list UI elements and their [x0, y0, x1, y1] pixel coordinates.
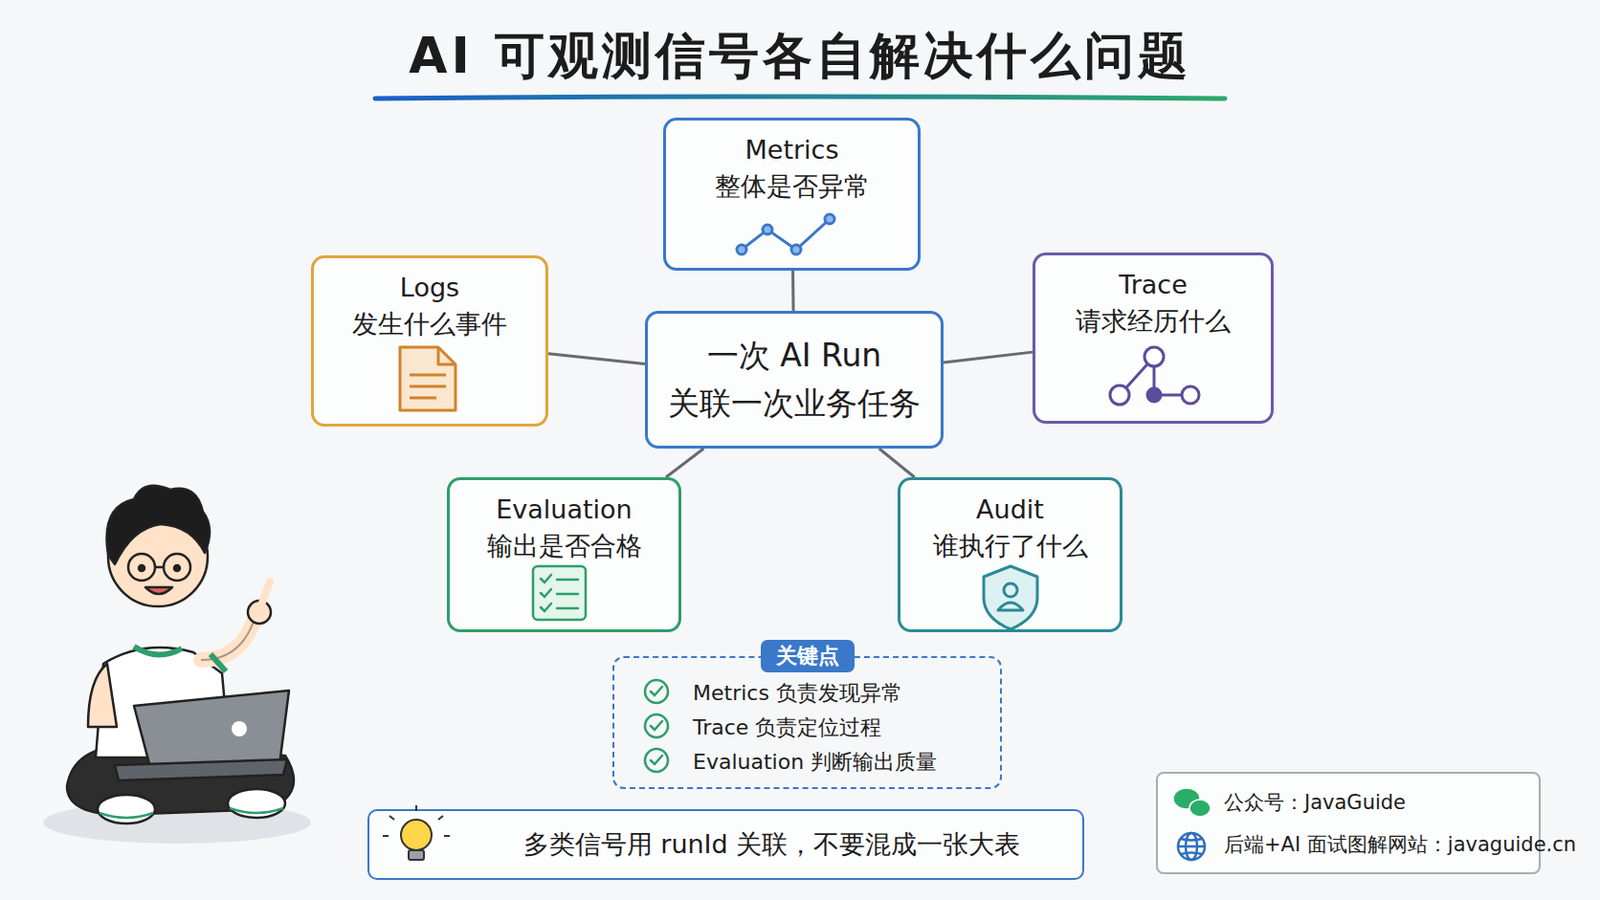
student-illustration-part — [108, 507, 208, 607]
student-illustration-part — [247, 600, 271, 624]
student-illustration-part — [66, 745, 294, 816]
student-illustration-part — [145, 587, 173, 595]
student-illustration-part — [138, 565, 145, 572]
node-heading: Trace — [1118, 266, 1188, 304]
check-icon-part — [644, 714, 668, 738]
student-illustration-part — [262, 581, 270, 603]
signal-box: Audit谁执行了什么 — [897, 477, 1123, 633]
footer-box: 公众号：JavaGuide后端+AI 面试图解网站：javaguide.cn — [1155, 772, 1541, 875]
student-illustration-part — [231, 721, 247, 737]
student-illustration-part — [114, 759, 288, 781]
check-icon-part — [650, 755, 663, 765]
student-illustration-part — [133, 646, 182, 656]
connector-line — [791, 270, 796, 312]
node-heading: Metrics — [744, 132, 839, 169]
run-box: 一次 AI Run关联一次业务任务 — [644, 311, 944, 449]
student-illustration-part — [133, 690, 289, 772]
student-illustration-part — [163, 554, 191, 581]
student-illustration-part — [107, 486, 211, 565]
title-underline — [375, 96, 1225, 99]
student-illustration-part — [95, 647, 230, 758]
node-text: 谁执行了什么 — [933, 528, 1089, 565]
diagram-title: AI 可观测信号各自解决什么问题 — [0, 24, 1600, 87]
connector-line — [879, 448, 915, 478]
check-icon — [644, 680, 668, 773]
check-icon-part — [644, 749, 668, 773]
signal-box: Metrics整体是否异常 — [663, 117, 921, 271]
student-illustration-part — [43, 801, 312, 845]
tip-box: 多类信号用 runId 关联，不要混成一张大表 — [367, 809, 1085, 881]
node-heading: 一次 AI Run — [707, 332, 883, 380]
connector-line — [943, 352, 1033, 363]
node-heading: 多类信号用 runId 关联，不要混成一张大表 — [523, 827, 1022, 863]
check-icon-part — [650, 687, 663, 696]
node-heading: Audit — [976, 491, 1045, 529]
student-illustration-part — [99, 813, 154, 819]
student-illustration-part — [88, 664, 117, 728]
student-illustration-part — [174, 565, 180, 572]
student-illustration-part — [155, 566, 164, 570]
student-illustration-part — [128, 554, 156, 581]
check-icon-part — [644, 680, 668, 704]
student-illustration-part — [210, 654, 226, 672]
node-heading: Evaluation — [495, 491, 632, 529]
signal-box: Evaluation输出是否合格 — [446, 477, 682, 633]
signal-box: Trace请求经历什么 — [1032, 252, 1274, 424]
node-text: 后端+AI 面试图解网站：javaguide.cn — [1223, 823, 1577, 867]
connector-line — [666, 448, 704, 478]
student-illustration-part — [227, 789, 286, 819]
node-text: 整体是否异常 — [714, 168, 870, 205]
node-heading: 公众号：JavaGuide — [1223, 781, 1406, 824]
student-illustration-part — [97, 795, 156, 824]
student-illustration-part — [200, 622, 254, 661]
node-text: Trace 负责定位过程 — [692, 711, 882, 746]
node-text: Metrics 负责发现异常 — [692, 676, 903, 712]
node-text: 关联一次业务任务 — [667, 379, 921, 428]
key-points-box: 关键点Metrics 负责发现异常Trace 负责定位过程Evaluation … — [612, 656, 1002, 790]
connector-line — [548, 354, 645, 365]
node-heading: Logs — [400, 269, 460, 307]
node-text: Evaluation 判断输出质量 — [692, 745, 937, 780]
node-heading: 关键点 — [760, 640, 855, 673]
node-text: 发生什么事件 — [352, 306, 508, 343]
check-icon-part — [650, 721, 663, 731]
student-illustration — [43, 486, 312, 845]
student-illustration-part — [200, 622, 254, 661]
node-text: 输出是否合格 — [487, 528, 643, 565]
signal-box: Logs发生什么事件 — [311, 255, 549, 427]
node-text: 请求经历什么 — [1075, 303, 1231, 340]
student-illustration-part — [229, 808, 284, 814]
